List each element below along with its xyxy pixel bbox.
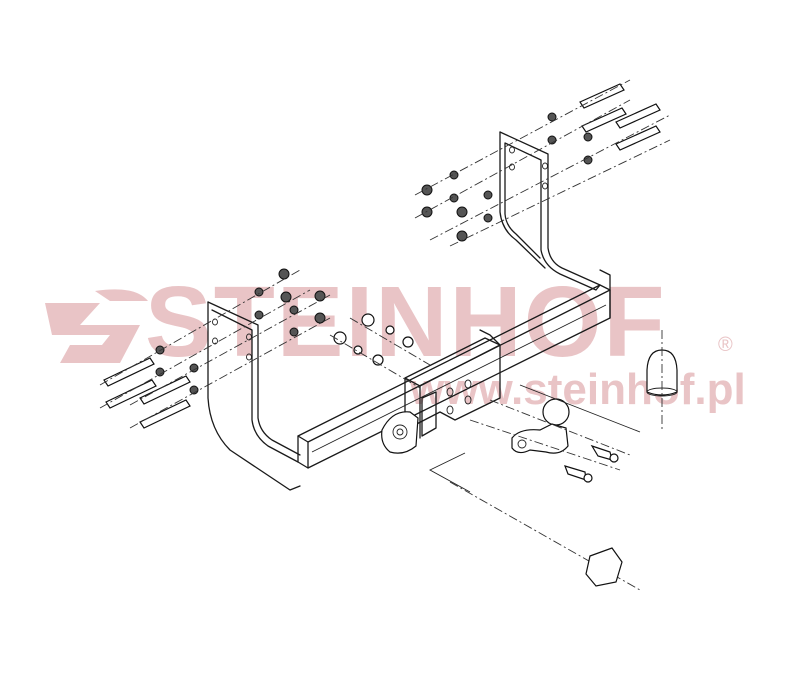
right-mounting-bracket [499,131,601,291]
nuts-and-washers [155,112,593,395]
tow-ball-neck [511,398,570,454]
socket-plate [381,411,419,454]
bracket-bolts-right [579,83,661,151]
ball-mount-housing [404,329,501,439]
ball-cover-cap [646,330,678,430]
bracket-bolts-left [103,357,191,429]
ball-mount-bolts [564,444,619,483]
electrical-plug [429,452,641,591]
left-mounting-bracket [207,301,301,491]
center-lines [99,79,671,471]
